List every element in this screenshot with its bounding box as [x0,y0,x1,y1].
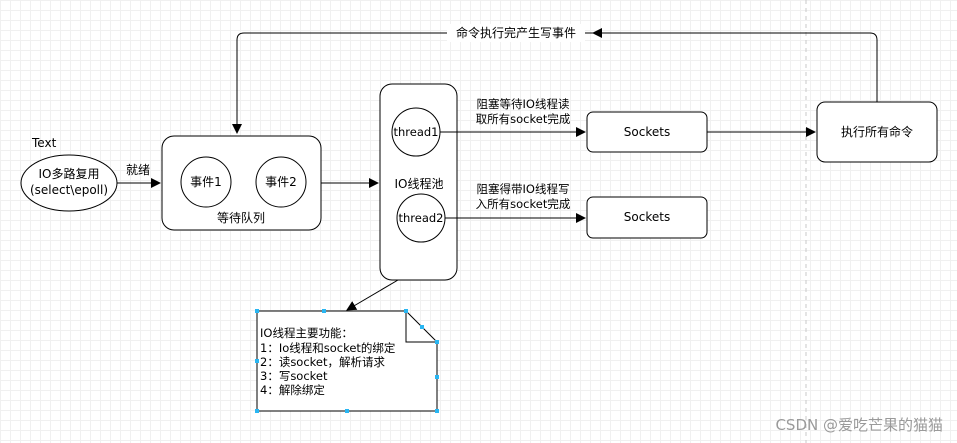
wait-queue-label: 等待队列 [217,210,265,225]
note-line-3: 3：写socket [260,369,328,383]
event1-node[interactable] [180,156,232,208]
cmd-done-label-bg [447,24,585,42]
exec-all-node[interactable]: 执行所有命令 [816,101,938,163]
note-selection-handles[interactable] [255,309,439,413]
wait-queue-node[interactable]: 事件1 事件2 等待队列 [161,135,322,231]
io-multiplex-label-2: (select\epoll) [30,183,108,197]
write-label-2: 入所有socket完成 [476,197,571,211]
io-thread-pool-node[interactable]: thread1 IO线程池 thread2 [379,83,458,281]
note-line-1: 1：Io线程和socket的绑定 [260,341,396,355]
sockets-top-node[interactable]: Sockets [586,111,708,153]
write-label-1: 阻塞得带IO线程写 [477,182,570,196]
arrow-pool-to-note [346,279,399,311]
event1-label: 事件1 [190,175,222,189]
note-line-4: 4：解除绑定 [260,383,325,397]
thread2-label: thread2 [398,211,443,225]
text-label: Text [31,136,57,150]
event2-label: 事件2 [265,175,297,189]
note-line-2: 2：读socket，解析请求 [260,355,386,369]
ready-label: 就绪 [126,163,150,177]
watermark: CSDN @爱吃芒果的猫猫 [775,416,943,434]
read-label-2: 取所有socket完成 [476,112,571,126]
sockets-bottom-label: Sockets [624,210,670,224]
cmd-done-label: 命令执行完产生写事件 [456,25,576,40]
sockets-bottom-node[interactable]: Sockets [586,196,708,239]
io-multiplex-node[interactable]: IO多路复用 (select\epoll) [20,154,118,212]
event2-node[interactable] [255,156,307,208]
io-multiplex-label-1: IO多路复用 [39,166,100,181]
note-node[interactable]: IO线程主要功能： 1：Io线程和socket的绑定 2：读socket，解析请… [255,309,439,413]
io-pool-label: IO线程池 [395,176,444,191]
read-label-1: 阻塞等待IO线程读 [477,97,570,111]
exec-all-label: 执行所有命令 [841,124,913,139]
thread1-label: thread1 [393,125,438,139]
sockets-top-label: Sockets [624,125,670,139]
note-line-0: IO线程主要功能： [260,326,353,340]
